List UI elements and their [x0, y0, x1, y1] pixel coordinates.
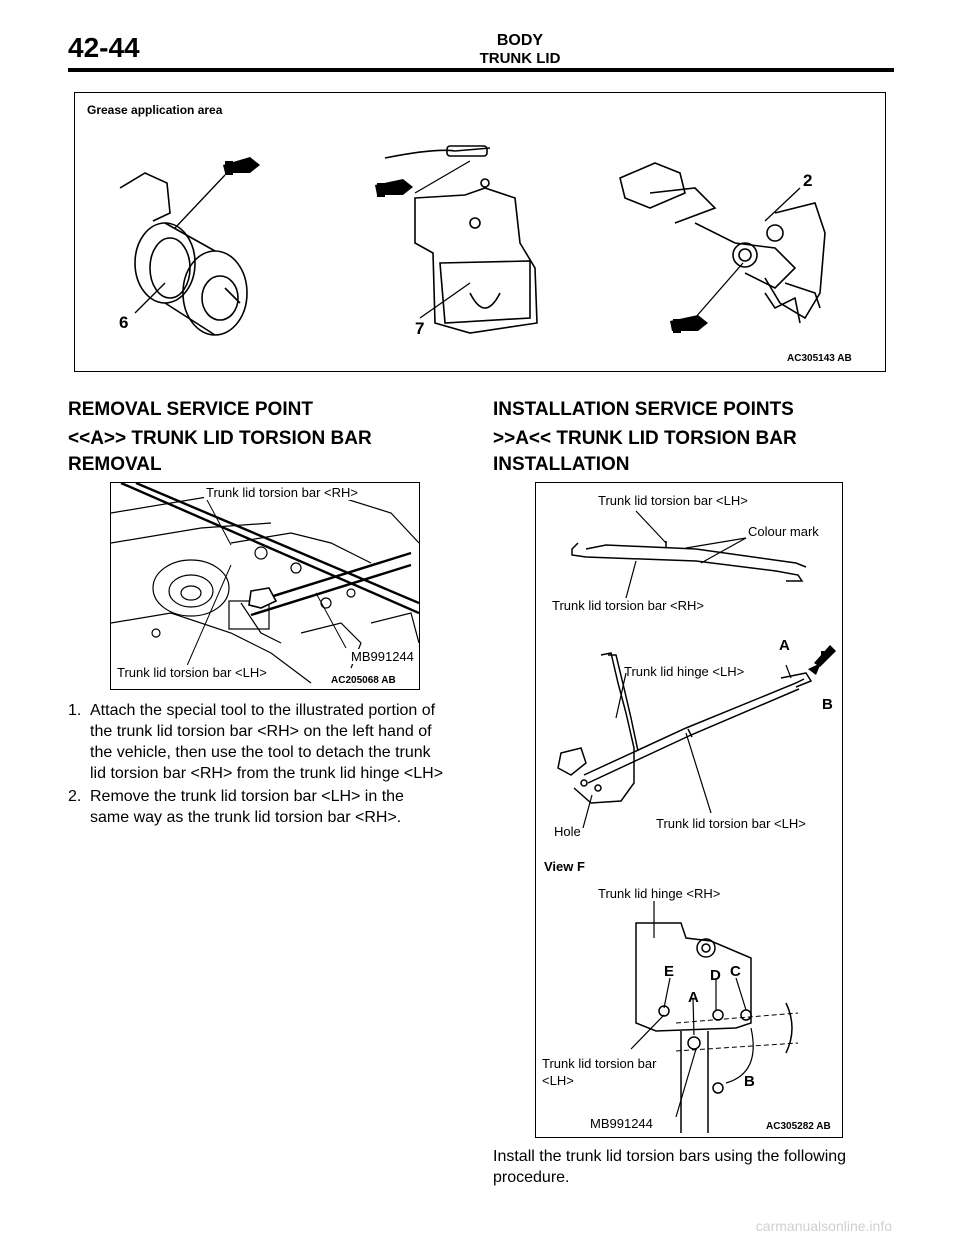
- removal-step-1: 1. Attach the special tool to the illust…: [68, 700, 468, 790]
- grease-figure-caption: Grease application area: [87, 103, 223, 117]
- installation-subheading-line2: INSTALLATION: [493, 454, 630, 475]
- grease-figure-illustration: [119, 145, 826, 336]
- header-rule: [68, 68, 894, 72]
- install-tool-label: MB991244: [590, 1116, 653, 1131]
- install-view-f: View F: [544, 859, 585, 874]
- removal-label-rh: Trunk lid torsion bar <RH>: [204, 485, 360, 500]
- step-line: lid torsion bar <RH> from the trunk lid …: [90, 765, 444, 782]
- removal-step-2: 2. Remove the trunk lid torsion bar <LH>…: [68, 786, 468, 830]
- install-label-colour-mark: Colour mark: [748, 524, 819, 539]
- install-letter-a-bottom: A: [688, 989, 699, 1006]
- install-figure-code-suffix: AB: [816, 1121, 831, 1132]
- installation-text-line1: Install the trunk lid torsion bars using…: [493, 1148, 847, 1165]
- install-figure-code: AC305282 AB: [766, 1121, 831, 1132]
- step-line: Attach the special tool to the illustrat…: [90, 702, 436, 719]
- callout-6: 6: [119, 313, 129, 332]
- step-number: 2.: [68, 788, 82, 805]
- install-label-rh-bar: Trunk lid torsion bar <RH>: [552, 598, 704, 613]
- install-label-hinge-rh: Trunk lid hinge <RH>: [598, 886, 721, 901]
- installation-figure-illustration: [557, 510, 836, 1133]
- page-number: 42-44: [68, 32, 140, 63]
- callout-7: 7: [415, 319, 425, 338]
- step-line: the trunk lid torsion bar <RH> on the le…: [90, 723, 432, 740]
- removal-tool-label: MB991244: [349, 649, 416, 664]
- callout-2: 2: [803, 171, 813, 190]
- removal-figure-illustration: [111, 483, 419, 684]
- removal-label-lh: Trunk lid torsion bar <LH>: [115, 665, 269, 680]
- removal-figure-code-suffix: AB: [381, 675, 396, 686]
- grease-figure-code: AC305143 AB: [787, 353, 852, 364]
- watermark: carmanualsonline.info: [755, 1218, 892, 1234]
- install-letter-c: C: [730, 963, 741, 980]
- install-figure-code-number: AC305282: [766, 1121, 814, 1132]
- removal-subheading-line1: <<A>> TRUNK LID TORSION BAR: [68, 428, 372, 449]
- grease-figure-code-number: AC305143: [787, 353, 835, 364]
- grease-figure-code-suffix: AB: [837, 353, 852, 364]
- installation-heading: INSTALLATION SERVICE POINTS: [493, 399, 794, 420]
- install-label-bar-lh-line1: Trunk lid torsion bar: [542, 1056, 657, 1071]
- install-letter-b-top: B: [822, 696, 833, 713]
- removal-heading: REMOVAL SERVICE POINT: [68, 399, 313, 420]
- install-label-hinge-lh: Trunk lid hinge <LH>: [624, 664, 745, 679]
- install-letter-e: E: [664, 963, 675, 980]
- removal-figure-code: AC205068 AB: [331, 675, 396, 686]
- installation-text-line2: procedure.: [493, 1169, 570, 1186]
- install-label-hole: Hole: [554, 824, 581, 839]
- install-letter-d: D: [710, 967, 721, 984]
- step-number: 1.: [68, 702, 82, 719]
- subsection-title: TRUNK LID: [479, 50, 561, 67]
- install-letter-a-top: A: [779, 637, 790, 654]
- install-letter-f: F: [820, 648, 830, 665]
- install-label-lh-bar: Trunk lid torsion bar <LH>: [598, 493, 748, 508]
- step-line: Remove the trunk lid torsion bar <LH> in…: [90, 788, 404, 805]
- grease-figure: Grease application area: [74, 92, 886, 372]
- step-line: same way as the trunk lid torsion bar <R…: [90, 809, 402, 826]
- install-label-lh-bar-2: Trunk lid torsion bar <LH>: [656, 816, 806, 831]
- installation-subheading-line1: >>A<< TRUNK LID TORSION BAR: [493, 428, 797, 449]
- removal-figure-code-number: AC205068: [331, 675, 379, 686]
- install-label-bar-lh-line2: <LH>: [542, 1073, 574, 1088]
- step-line: the vehicle, then use the tool to detach…: [90, 744, 431, 761]
- removal-subheading-line2: REMOVAL: [68, 454, 162, 475]
- install-letter-b-bottom: B: [744, 1073, 755, 1090]
- removal-figure: Trunk lid torsion bar <RH> Trunk lid tor…: [110, 482, 420, 690]
- installation-figure: Trunk lid torsion bar <LH> Colour mark T…: [535, 482, 843, 1138]
- section-title: BODY: [496, 32, 544, 49]
